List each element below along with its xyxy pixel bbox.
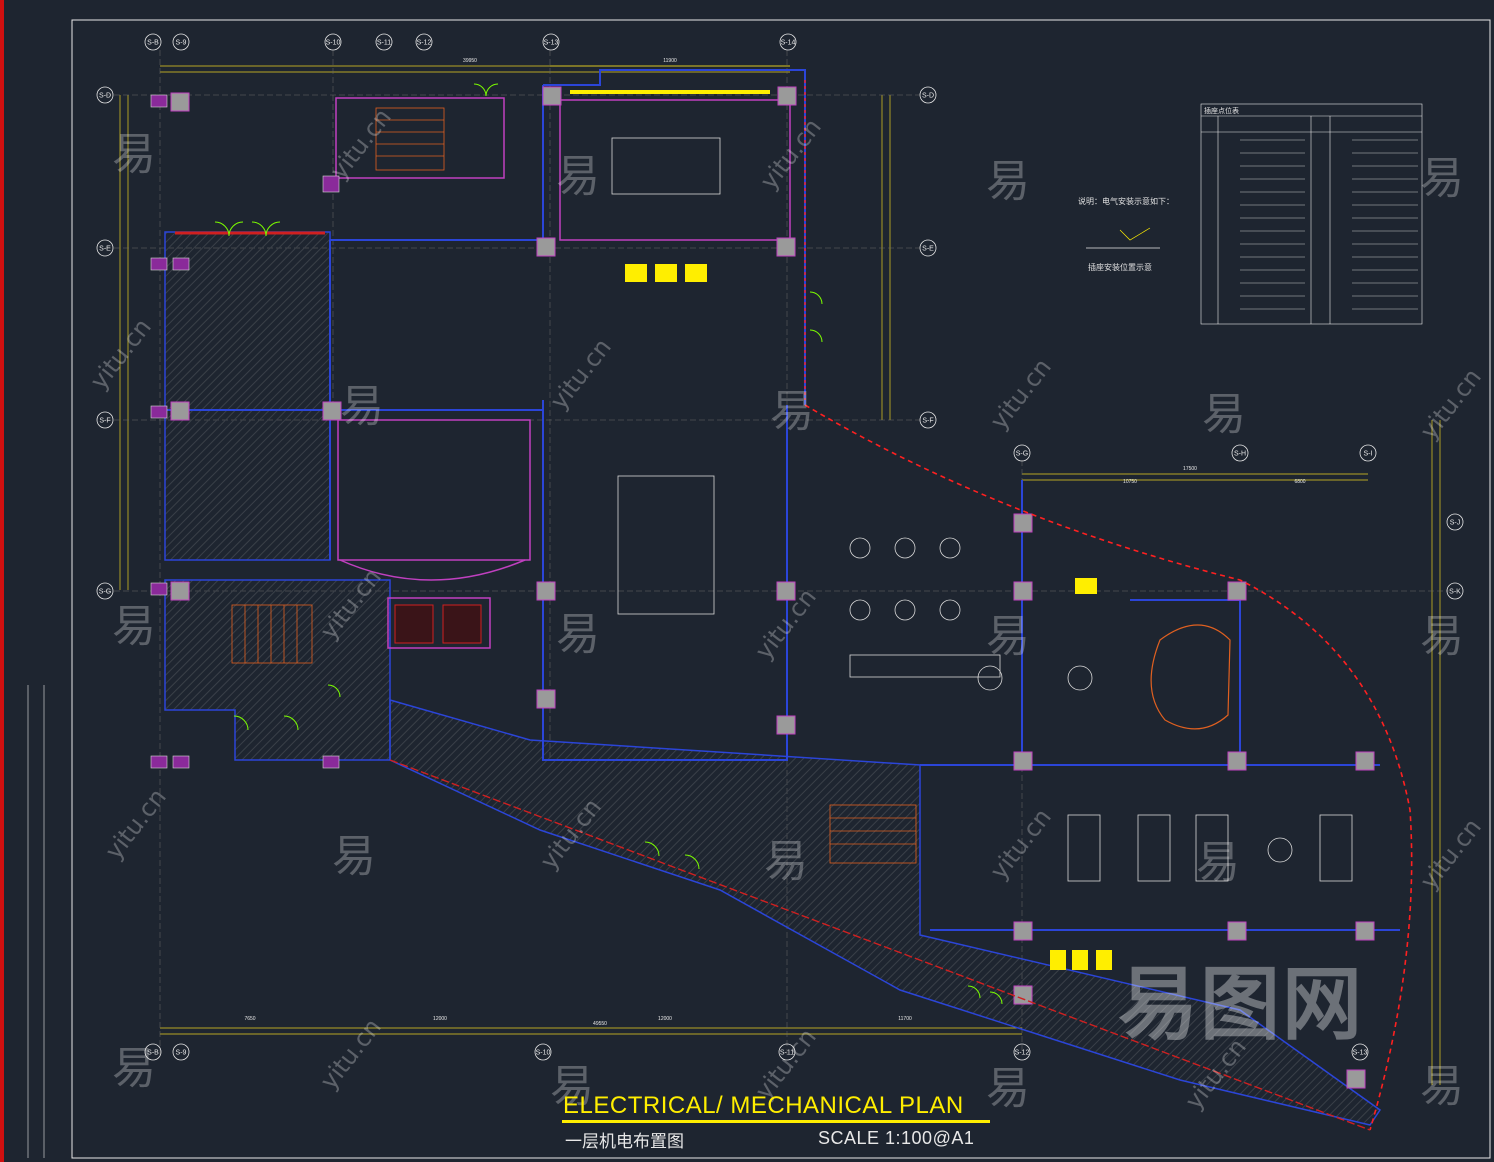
grid-left-bubble: [96, 86, 114, 104]
legend-title: 插座点位表: [1204, 107, 1239, 115]
grid-top-bubble: [375, 33, 393, 51]
grid-right-label: S-K: [1449, 589, 1461, 596]
sheet-frame: [71, 19, 1491, 1159]
dim-right-top: 17500: [1183, 466, 1197, 472]
grid-top-bubble: [542, 33, 560, 51]
grid-bottom-label: S-B: [147, 1050, 159, 1057]
grid-left-bubble: [96, 239, 114, 257]
grid-top-label: S-13: [544, 40, 559, 47]
grid-right-bubble: [919, 239, 937, 257]
grid-left-label: S-D: [99, 93, 111, 100]
grid-right-label: S-G: [1016, 451, 1028, 458]
grid-top-label: S-9: [176, 40, 187, 47]
hatched-zone-sw: [164, 579, 391, 761]
grid-bottom-bubble: [144, 1043, 162, 1061]
grid-top-label: S-B: [147, 40, 159, 47]
grid-right-bubble: [1446, 582, 1464, 600]
dimension-labels: 39950 11900 49550 7650 12000 12000 11700 17500 1…: [244, 58, 1305, 1027]
doors: [214, 83, 1003, 1005]
install-note: 说明：电气安装示意如下：: [1078, 197, 1174, 206]
grid-right-label: S-I: [1364, 451, 1373, 458]
dim-bottom-segment: 12000: [658, 1016, 672, 1022]
grid-bottom-label: S-12: [1015, 1050, 1030, 1057]
grid-right-bubble: [919, 86, 937, 104]
drawing-scale: SCALE 1:100@A1: [818, 1128, 975, 1148]
legend-table: [1200, 103, 1423, 325]
grid-top-bubble: [144, 33, 162, 51]
grid-right-bubble: [1231, 444, 1249, 462]
dim-bottom-segment: 7650: [244, 1016, 255, 1022]
grid-top-label: S-12: [417, 40, 432, 47]
grid-bottom-bubble: [778, 1043, 796, 1061]
grid-left-label: S-E: [99, 246, 111, 253]
drawing-subtitle: 一层机电布置图: [565, 1132, 684, 1152]
socket-note: 插座安装位置示意: [1088, 263, 1152, 272]
grid-bottom-label: S-11: [780, 1050, 794, 1057]
stairs: [231, 107, 917, 864]
south-facade: [389, 759, 1371, 1131]
grid-left-label: S-G: [99, 589, 111, 596]
marker-tags: [150, 94, 340, 769]
dim-bottom-segment: 11700: [898, 1016, 912, 1022]
grid-left-bubble: [96, 582, 114, 600]
grid-top-label: S-10: [326, 40, 341, 47]
grid-right-bubble: [1446, 513, 1464, 531]
furniture: [611, 137, 1353, 882]
grid-right-bubble: [919, 411, 937, 429]
grid-right-label: S-D: [922, 93, 934, 100]
grid-top-label: S-11: [377, 40, 391, 47]
install-symbol: [1086, 227, 1160, 249]
grid-bottom-label: S-10: [536, 1050, 551, 1057]
grid-right-bubble: [1013, 444, 1031, 462]
hatched-zone-west: [164, 231, 331, 561]
dimension-lines: [119, 65, 1441, 1085]
grid-bottom-bubble: [534, 1043, 552, 1061]
columns: [170, 86, 1375, 1089]
grid-right-label: S-F: [922, 418, 933, 425]
walls-magenta: [335, 97, 791, 649]
grid-right-label: S-E: [922, 246, 934, 253]
grid-bottom-bubble: [1013, 1043, 1031, 1061]
elevators: [394, 604, 482, 644]
grid-right-label: S-J: [1450, 520, 1461, 527]
title-underline: [562, 1120, 990, 1123]
legend-rows: [1240, 139, 1418, 310]
grid-left-bubble: [96, 411, 114, 429]
grid-bottom-label: S-13: [1353, 1050, 1368, 1057]
grid-bottom-label: S-9: [176, 1050, 187, 1057]
grid-left-label: S-F: [99, 418, 110, 425]
grid-bottom-bubble: [1351, 1043, 1369, 1061]
dim-top-total: 39950: [463, 58, 477, 64]
brand-watermark: 易图网: [1118, 958, 1364, 1051]
grid-bottom-bubble: [172, 1043, 190, 1061]
grid-top-bubble: [324, 33, 342, 51]
drawing-title: ELECTRICAL/ MECHANICAL PLAN: [563, 1092, 964, 1119]
grid-right-bubble: [1359, 444, 1377, 462]
fixtures: [570, 90, 1112, 970]
grid-top-bubble: [415, 33, 433, 51]
dim-right-part: 10750: [1123, 479, 1137, 485]
grid-top-bubble: [172, 33, 190, 51]
dim-right-part: 6800: [1294, 479, 1305, 485]
dim-bottom-total: 49550: [593, 1021, 607, 1027]
grid-top-label: S-14: [781, 40, 796, 47]
grid-top-bubble: [779, 33, 797, 51]
sheet-border-left: [0, 0, 4, 1162]
grid-right-label: S-H: [1234, 451, 1246, 458]
spiral-stair: [1150, 624, 1231, 730]
dim-top-right: 11900: [663, 58, 677, 64]
dim-bottom-segment: 12000: [433, 1016, 447, 1022]
